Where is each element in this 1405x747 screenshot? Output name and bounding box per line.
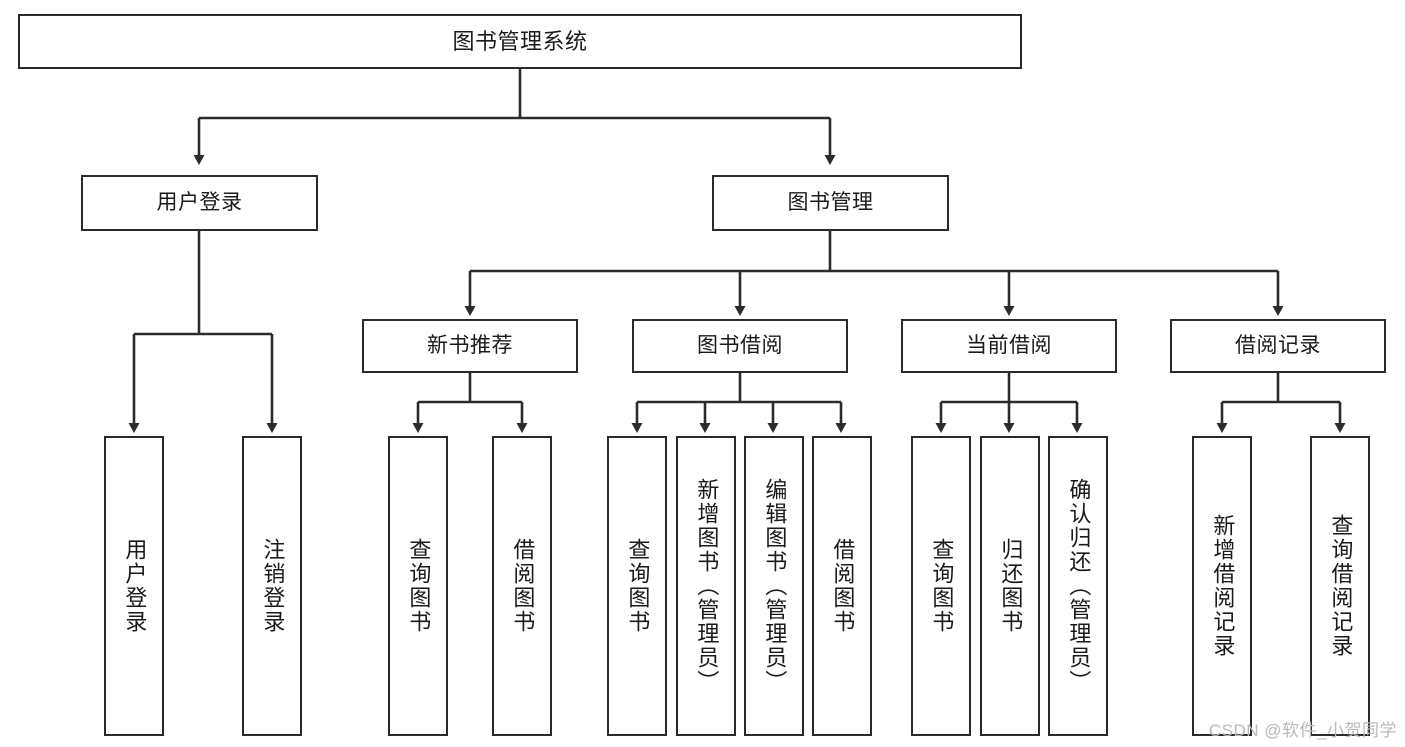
node-leaf-return-book[interactable]: 归还图书 — [980, 436, 1040, 736]
node-label: 查询图书 — [625, 538, 651, 634]
node-leaf-lend-book[interactable]: 借阅图书 — [812, 436, 872, 736]
node-borrow-record[interactable]: 借阅记录 — [1170, 319, 1386, 373]
node-label: 当前借阅 — [966, 333, 1052, 357]
csdn-watermark: CSDN @软件_小贺同学 — [1208, 721, 1397, 740]
node-label: 用户登录 — [156, 190, 243, 214]
node-label: 归还图书 — [998, 538, 1024, 634]
node-current-borrow[interactable]: 当前借阅 — [901, 319, 1117, 373]
node-leaf-edit-book-admin[interactable]: 编辑图书（管理员） — [744, 436, 804, 736]
node-leaf-add-book-admin[interactable]: 新增图书（管理员） — [676, 436, 736, 736]
node-label: 借阅记录 — [1235, 333, 1321, 357]
node-label: 新书推荐 — [427, 333, 513, 357]
node-label: 查询借阅记录 — [1328, 514, 1354, 658]
node-label: 编辑图书（管理员） — [762, 478, 788, 694]
node-leaf-query-borrow-record[interactable]: 查询借阅记录 — [1310, 436, 1370, 736]
node-label: 新增图书（管理员） — [694, 478, 720, 694]
node-label: 借阅图书 — [510, 538, 536, 634]
node-book-borrow[interactable]: 图书借阅 — [632, 319, 848, 373]
node-new-book-recommendation[interactable]: 新书推荐 — [362, 319, 578, 373]
node-leaf-user-login[interactable]: 用户登录 — [104, 436, 164, 736]
node-label: 图书借阅 — [697, 333, 783, 357]
node-label: 查询图书 — [406, 538, 432, 634]
node-label: 借阅图书 — [830, 538, 856, 634]
node-label: 注销登录 — [260, 538, 286, 634]
node-leaf-add-borrow-record[interactable]: 新增借阅记录 — [1192, 436, 1252, 736]
node-user-login[interactable]: 用户登录 — [81, 175, 318, 231]
node-leaf-query-book-borrow[interactable]: 查询图书 — [607, 436, 667, 736]
node-book-management[interactable]: 图书管理 — [712, 175, 949, 231]
node-label: 确认归还（管理员） — [1066, 478, 1092, 694]
node-leaf-query-book-current[interactable]: 查询图书 — [911, 436, 971, 736]
node-label: 新增借阅记录 — [1210, 514, 1236, 658]
node-leaf-query-book-recommend[interactable]: 查询图书 — [388, 436, 448, 736]
node-leaf-logout[interactable]: 注销登录 — [242, 436, 302, 736]
node-label: 图书管理系统 — [452, 28, 588, 54]
node-label: 查询图书 — [929, 538, 955, 634]
node-leaf-borrow-book-recommend[interactable]: 借阅图书 — [492, 436, 552, 736]
node-root-book-management-system[interactable]: 图书管理系统 — [18, 14, 1022, 69]
node-label: 用户登录 — [122, 538, 148, 634]
node-label: 图书管理 — [787, 190, 874, 214]
node-leaf-confirm-return-admin[interactable]: 确认归还（管理员） — [1048, 436, 1108, 736]
